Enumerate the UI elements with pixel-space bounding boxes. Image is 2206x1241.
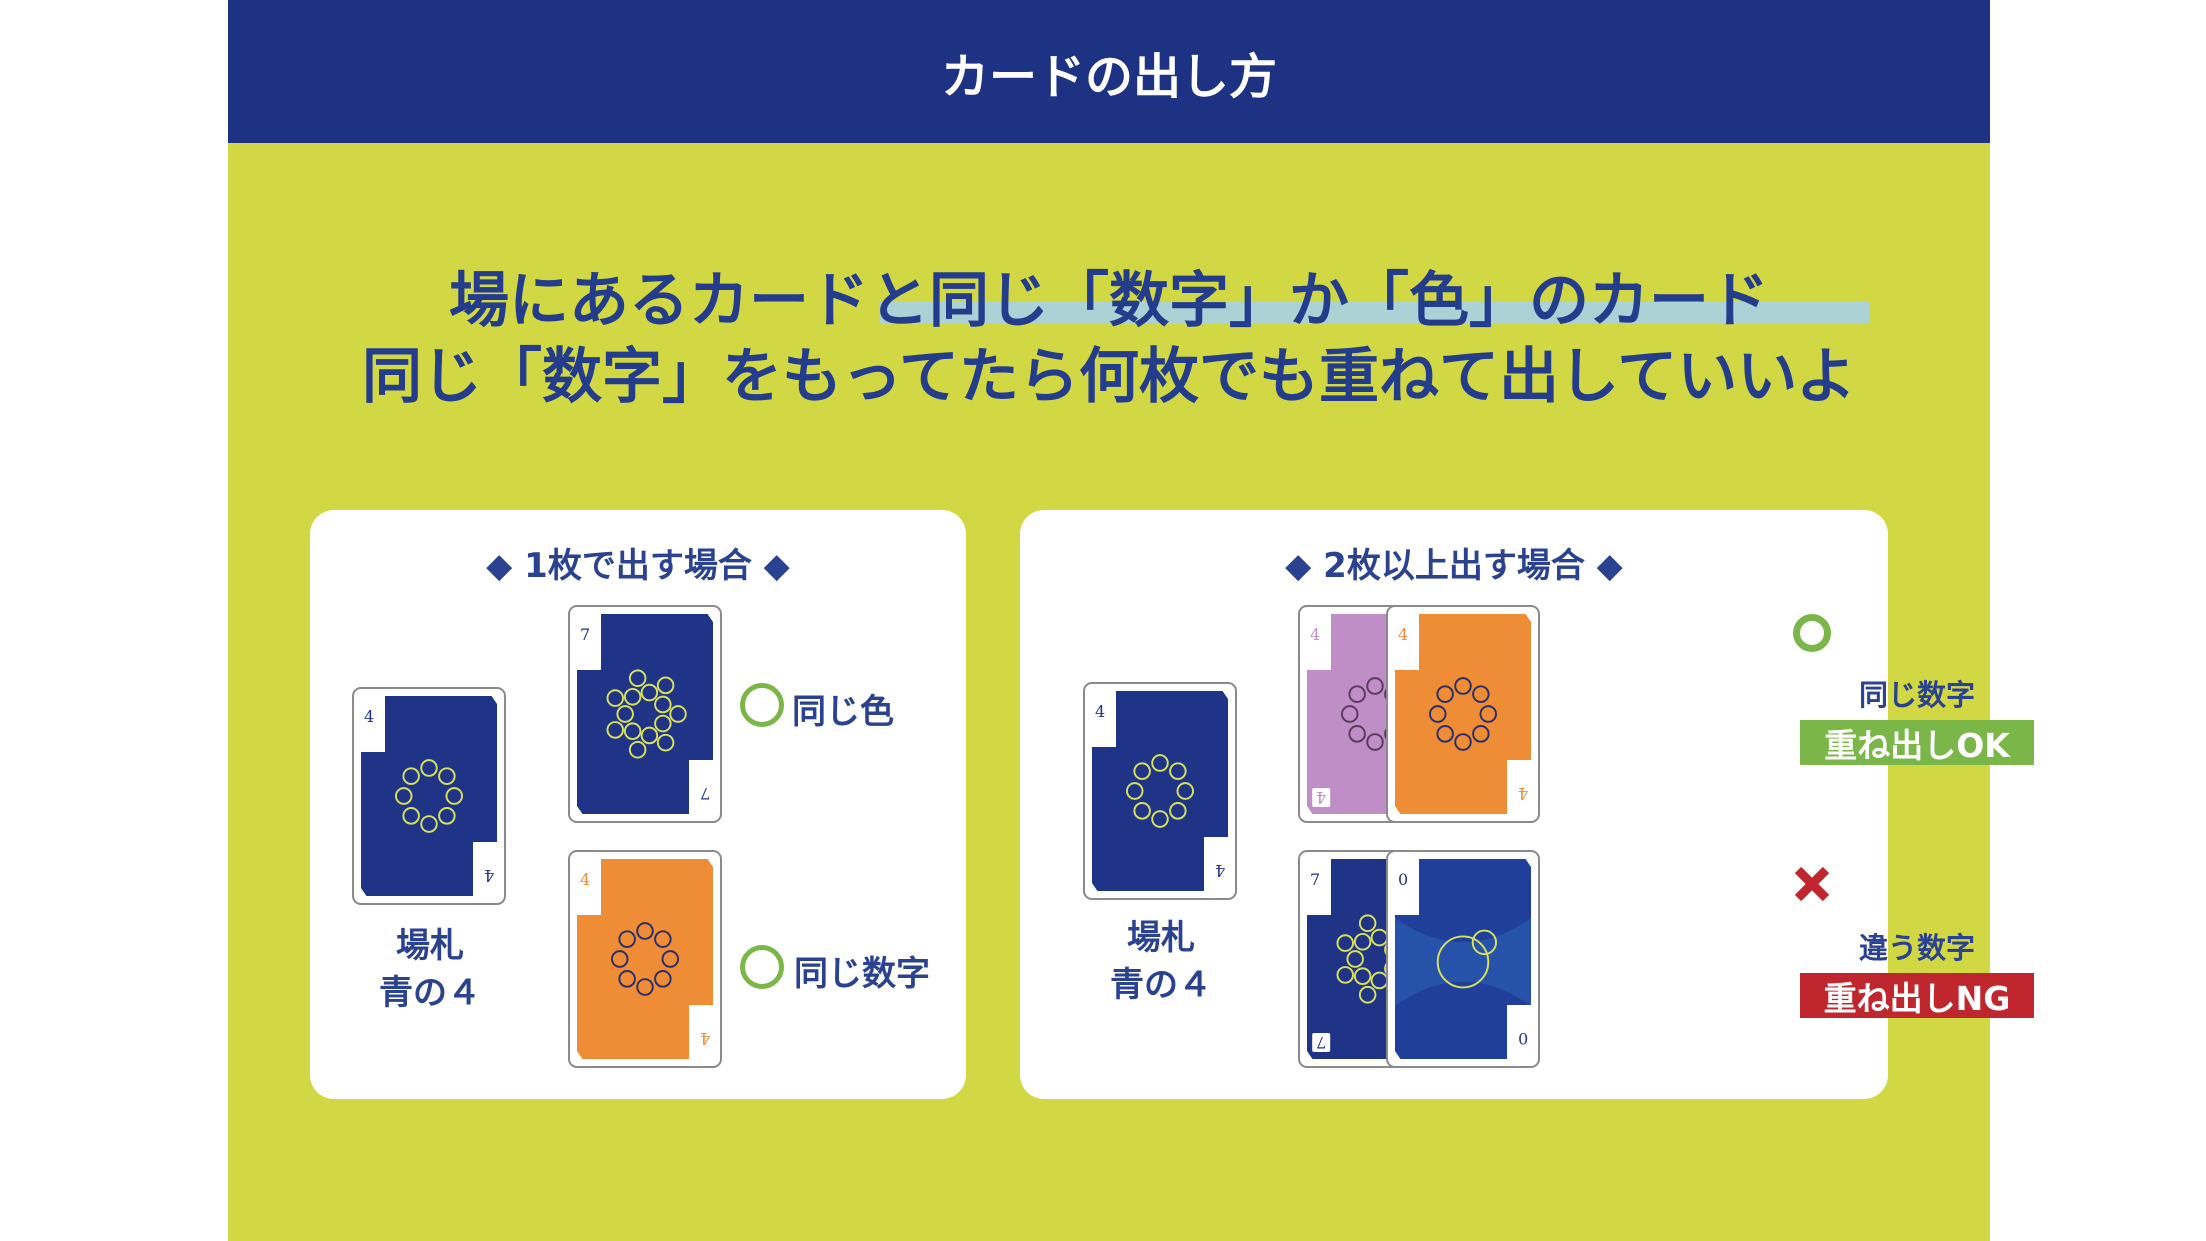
card-number-inverted: 4 — [483, 866, 494, 885]
panel-title: ◆ 2枚以上出す場合 ◆ — [1285, 546, 1623, 586]
panel-title: ◆ 1枚で出す場合 ◆ — [486, 546, 790, 586]
card-face — [577, 614, 713, 814]
glasses-pattern-icon — [577, 614, 713, 814]
ng-badge: 重ね出しNG — [1800, 973, 2034, 1018]
card-number-inverted: 4 — [699, 1029, 710, 1048]
card-number: 0 — [1398, 870, 1409, 889]
card-number: 4 — [1398, 625, 1409, 644]
glasses-pattern-icon — [1395, 614, 1531, 814]
card-number-inverted: 0 — [1517, 1029, 1528, 1048]
card-number-inverted: 4 — [1214, 861, 1225, 880]
slide: カードの出し方 場にあるカードと同じ「数字」か「色」のカード 同じ「数字」をもっ… — [228, 0, 2034, 1241]
circle-icon — [1793, 614, 1831, 652]
highlight-marker — [880, 302, 1870, 324]
circle-icon — [740, 945, 784, 989]
headline-line1: 場にあるカードと同じ「数字」か「色」のカード — [449, 266, 1769, 336]
card-number-inverted: 4 — [1517, 784, 1528, 803]
card-number: 4 — [580, 870, 591, 889]
card-number: 7 — [1310, 870, 1321, 889]
field-label: 場札 — [396, 926, 464, 966]
field-label-value: 青の４ — [1110, 965, 1212, 1005]
cross-icon — [1794, 866, 1830, 902]
field-label-value: 青の４ — [379, 973, 481, 1013]
glasses-pattern-icon — [361, 696, 497, 896]
glasses-pattern-icon — [1092, 691, 1228, 891]
header: カードの出し方 — [228, 0, 1990, 143]
ng-text: 違う数字 — [1858, 931, 1975, 965]
circle-icon — [740, 683, 784, 727]
card-face — [1395, 614, 1531, 814]
page-title: カードの出し方 — [940, 48, 1277, 105]
same-color-label: 同じ色 — [792, 692, 894, 732]
card-number: 4 — [364, 707, 375, 726]
ok-badge: 重ね出しOK — [1800, 720, 2034, 765]
glasses-pattern-icon — [577, 859, 713, 1059]
card-number-inverted: 4 — [1312, 788, 1331, 807]
card-face — [1395, 859, 1531, 1059]
headline-line2: 同じ「数字」をもってたら何枚でも重ねて出していいよ — [362, 342, 1856, 412]
field-label: 場札 — [1127, 918, 1195, 958]
card-face — [1092, 691, 1228, 891]
card-number: 4 — [1095, 702, 1106, 721]
card-face — [577, 859, 713, 1059]
card-number-inverted: 7 — [699, 784, 710, 803]
glasses-pattern-icon — [1395, 859, 1531, 1059]
card-number: 7 — [580, 625, 591, 644]
card-number: 4 — [1310, 625, 1321, 644]
same-number-label: 同じ数字 — [794, 954, 930, 994]
ok-text: 同じ数字 — [1858, 678, 1975, 712]
card-face — [361, 696, 497, 896]
card-number-inverted: 7 — [1312, 1033, 1331, 1052]
